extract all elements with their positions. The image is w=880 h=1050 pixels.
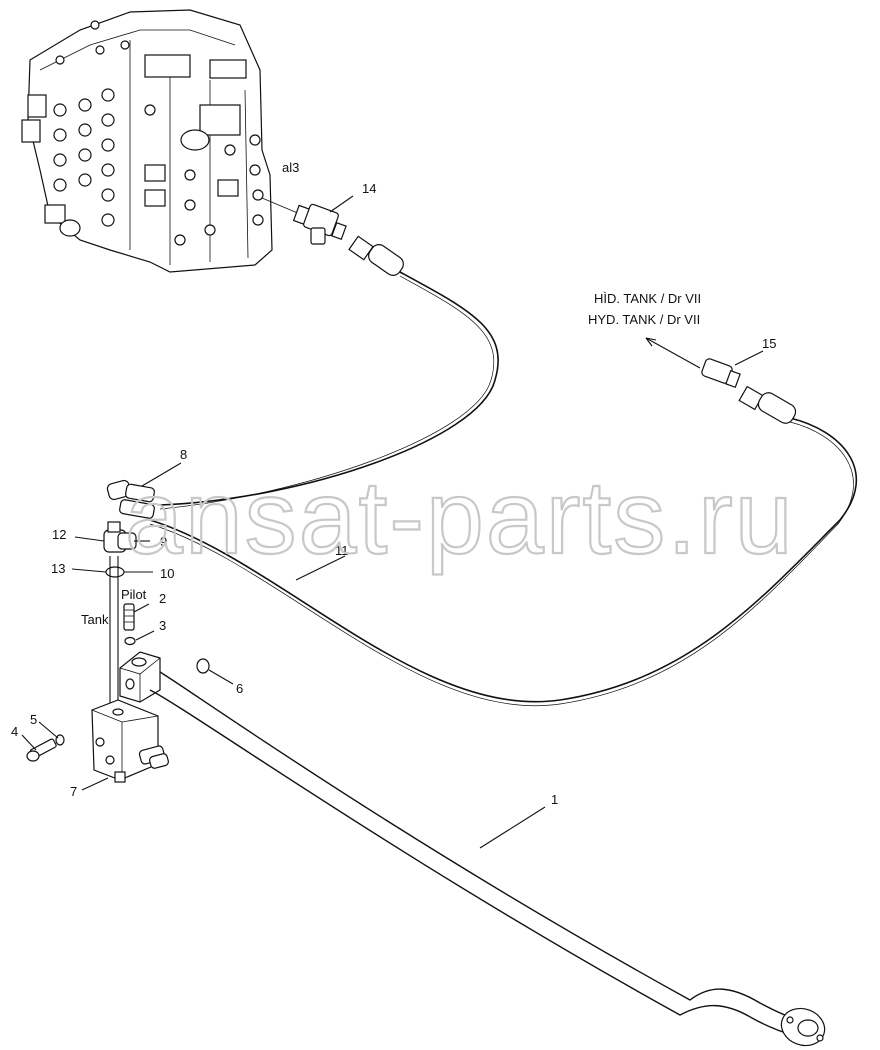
- callout-11: 11: [335, 543, 349, 558]
- tube-flange: [119, 651, 161, 703]
- label-al3: al3: [282, 160, 299, 175]
- valve-block-7: [91, 699, 169, 783]
- hose-lower: [149, 417, 858, 703]
- tee-fitting-9: [103, 521, 137, 553]
- leader-lines: [21, 195, 764, 849]
- tank-direction-arrow: [645, 337, 701, 369]
- label-tank-bottom: HYD. TANK / Dr VII: [588, 312, 700, 327]
- callout-13: 13: [51, 561, 65, 576]
- screw-2: [123, 603, 135, 631]
- screw-4: [26, 738, 57, 762]
- callout-14: 14: [362, 181, 376, 196]
- washer-5: [55, 734, 65, 746]
- callout-7: 7: [70, 784, 77, 799]
- callout-5: 5: [30, 712, 37, 727]
- straight-fitting-15: [701, 358, 797, 424]
- elbow-fitting-8: [106, 479, 155, 519]
- pipe-end-flange: [780, 1007, 826, 1047]
- callout-2: 2: [159, 591, 166, 606]
- hose-upper: [159, 271, 499, 506]
- control-valve-assembly: [21, 9, 273, 273]
- watermark: ansat-parts.ru: [125, 460, 795, 576]
- callout-12: 12: [52, 527, 66, 542]
- o-ring-10: [105, 566, 125, 578]
- callout-1: 1: [551, 792, 558, 807]
- callout-4: 4: [11, 724, 18, 739]
- callout-15: 15: [762, 336, 776, 351]
- hose-end-fitting: [348, 235, 404, 276]
- washer-3: [124, 636, 136, 646]
- o-ring-6: [196, 658, 210, 674]
- elbow-fitting-14: [261, 197, 347, 245]
- pilot-tube: [109, 556, 119, 712]
- callout-6: 6: [236, 681, 243, 696]
- callout-3: 3: [159, 618, 166, 633]
- callout-8: 8: [180, 447, 187, 462]
- pipe-1: [159, 671, 801, 1021]
- callout-10: 10: [160, 566, 174, 581]
- label-tank-top: HÌD. TANK / Dr VII: [594, 291, 701, 306]
- label-pilot: Pilot: [121, 587, 147, 602]
- callout-9: 9: [160, 534, 167, 549]
- label-tank: Tank: [81, 612, 109, 627]
